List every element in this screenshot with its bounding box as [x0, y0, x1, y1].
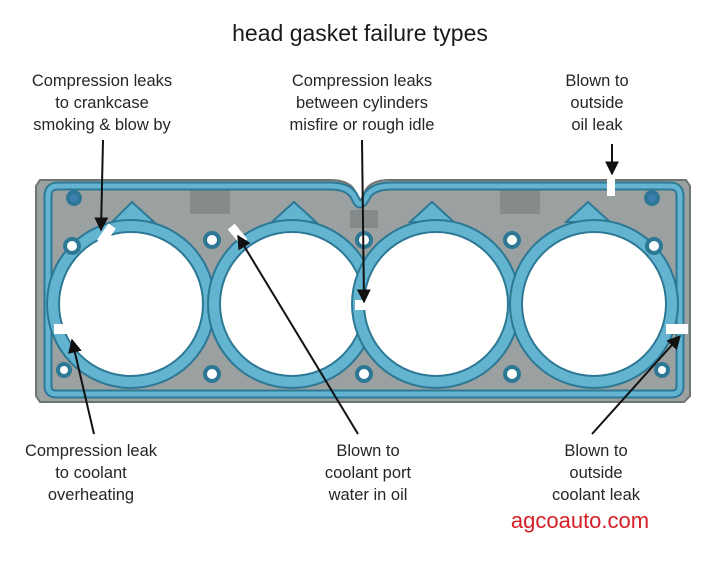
cylinder-2 — [207, 219, 377, 389]
bolt-holes — [56, 190, 670, 383]
outer-seal-bead-fill — [45, 183, 683, 397]
cylinder-3 — [351, 219, 521, 389]
gap-coolant-left — [54, 324, 76, 334]
cylinder-4 — [509, 219, 679, 389]
label-between-cylinders: Compression leaks between cylinders misf… — [262, 70, 462, 136]
label-coolant-leak: Compression leak to coolant overheating — [0, 440, 182, 506]
label-line: to crankcase — [55, 94, 149, 112]
label-crankcase-leak: Compression leaks to crankcase smoking &… — [4, 70, 200, 136]
diagram-title: head gasket failure types — [232, 20, 488, 46]
gasket-plate-panel — [500, 190, 540, 214]
gap-between-cylinders — [355, 300, 373, 310]
label-line: overheating — [47, 486, 135, 504]
label-line: water in oil — [328, 486, 408, 504]
arrow-top-center — [356, 139, 371, 304]
arrow-bottom-left — [68, 338, 95, 435]
brand-watermark: agcoauto.com — [510, 508, 650, 533]
label-line: to coolant — [55, 464, 127, 482]
arrow-bottom-center — [237, 234, 359, 435]
label-line: oil leak — [571, 116, 623, 134]
gap-outside-coolant — [666, 324, 688, 334]
label-line: Blown to — [565, 72, 629, 90]
label-line: coolant port — [324, 464, 412, 482]
label-line: Blown to — [564, 442, 628, 460]
gasket-plate-panel — [190, 190, 230, 214]
label-line: smoking & blow by — [33, 116, 171, 134]
gap-crankcase — [96, 223, 116, 246]
label-line: Blown to — [336, 442, 400, 460]
label-line: between cylinders — [295, 94, 429, 112]
label-outside-coolant-leak: Blown to outside coolant leak — [530, 440, 662, 506]
label-outside-oil-leak: Blown to outside oil leak — [545, 70, 649, 136]
label-line: Compression leaks — [31, 72, 173, 90]
gap-outside-oil — [607, 178, 615, 196]
arrow-top-left — [94, 139, 109, 232]
label-line: coolant leak — [551, 486, 641, 504]
label-line: Compression leaks — [291, 72, 433, 90]
gasket-plate-panel — [350, 210, 378, 228]
label-line: misfire or rough idle — [289, 116, 435, 134]
label-coolant-port: Blown to coolant port water in oil — [298, 440, 438, 506]
label-line: outside — [570, 94, 624, 112]
label-line: outside — [569, 464, 623, 482]
arrow-bottom-right — [591, 334, 681, 435]
label-line: Compression leak — [24, 442, 158, 460]
leader-arrows — [68, 139, 681, 435]
cylinder-1 — [46, 219, 216, 389]
